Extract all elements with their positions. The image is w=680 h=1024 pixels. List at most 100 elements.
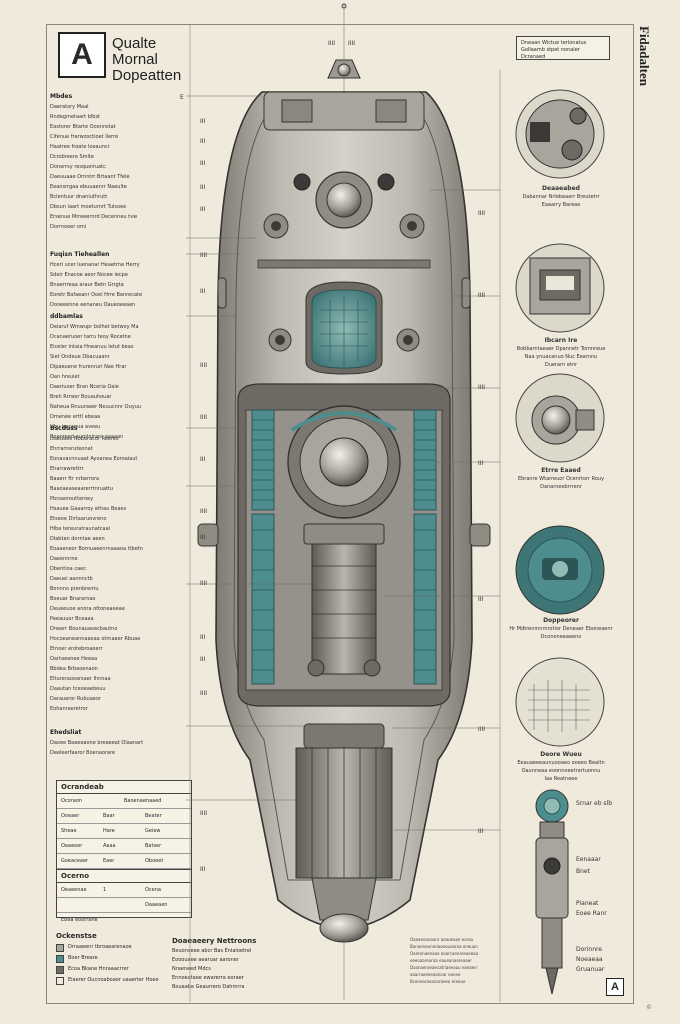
caption-line: Eaaarry Bareae bbox=[541, 202, 581, 208]
callout-lines-right bbox=[384, 189, 500, 831]
caption-line: Eeauaeeeaunuooaeo ooeeo Bealtn bbox=[517, 760, 605, 766]
spec-line: Boeuar Bnararnao bbox=[50, 596, 96, 602]
legend-label: Drraaeenr tbroaearenaoe bbox=[68, 944, 132, 950]
legend-swatch bbox=[56, 943, 64, 952]
spec-line: Hlbe tereuratraunatcaal bbox=[50, 526, 111, 532]
callout-label-left: III bbox=[200, 656, 206, 663]
hull-inner-rim bbox=[233, 109, 455, 881]
callout-label-left: III bbox=[200, 160, 206, 167]
small-note-line: Oaeaeoanoonr aeaueaoe eorau bbox=[410, 937, 474, 942]
notes-line: Bouaabe Geaurrero Dahmrra bbox=[172, 984, 245, 990]
brand-line: Mornal bbox=[112, 51, 158, 68]
legend-item: Drraaeenr tbroaearenaoe bbox=[56, 942, 166, 953]
spec-line: Dmenee erttl ebeaa bbox=[50, 414, 101, 420]
notes-line: Eooouaee aearuar aaroner bbox=[172, 957, 239, 963]
table-header-row: Ocoraon Baoenaenaaed bbox=[57, 794, 191, 809]
callout-label-left: III bbox=[200, 184, 206, 191]
spec-line: Daautan tceoeaebeuu bbox=[50, 686, 106, 692]
spec-heading: Mbdes bbox=[50, 93, 73, 100]
table-cell: Hare bbox=[103, 828, 115, 834]
spec-line: Baaerr ftr nrberrora bbox=[50, 476, 100, 482]
notes-block: Doaeaeery Nettroons Beuonseee abcr Bas E… bbox=[172, 936, 268, 992]
spec-line: Naheua Rnuuraeer Neuucnnr Ouyuu bbox=[50, 404, 142, 410]
spec-line: Bclentuur dnaniuthrutt bbox=[50, 194, 108, 200]
port-upper-left bbox=[293, 173, 311, 191]
spec-heading: Bscduss bbox=[50, 425, 78, 432]
callout-label-right: IIII bbox=[478, 384, 486, 391]
top-mark: IIII bbox=[348, 40, 356, 47]
spec-line: Peeauuor Bceaaa bbox=[50, 616, 94, 622]
table-footer: Ebea eoorrane bbox=[57, 913, 191, 927]
sheet-frame bbox=[46, 24, 634, 1004]
thruster-bell bbox=[311, 877, 377, 921]
top-note-box: Dneaan Wictue terlonatus Gollaamb stpet … bbox=[516, 36, 610, 60]
spec-line: Eoretr Bafaeanr Ooel Hrre Banrecate bbox=[50, 292, 143, 298]
spec-line: Hsauee Gaaarroy ethau Beaes bbox=[50, 506, 127, 512]
small-note-line: Bcenearaeanaraeeo ereaue bbox=[410, 979, 466, 984]
vertical-title: Fidadalten bbox=[637, 26, 652, 86]
legend-item: Eiaerer Oucnoaboaor uaaerter Hoee bbox=[56, 975, 166, 986]
small-note-line: aoarraoeeeaanoar eonee bbox=[410, 972, 461, 977]
spec-line: Eltureraooarsaer Ihnnaa bbox=[50, 676, 111, 682]
caption-line: Naa ynuacanuo Nuc Eearnnu bbox=[524, 354, 598, 360]
callout-label-left: III bbox=[200, 534, 206, 541]
joint-left bbox=[307, 659, 325, 677]
thruster-fins bbox=[311, 748, 377, 878]
spec-line: Eastorer Btarte Ooonnstat bbox=[50, 124, 116, 130]
top-hatch-left bbox=[281, 99, 313, 123]
detail-view-3 bbox=[515, 373, 605, 463]
callout-label-left: IIII bbox=[200, 252, 208, 259]
core-teal-arc bbox=[290, 411, 398, 432]
caption-line: Hr Mdtrenmnrnrotior Deneaer Eboneaenr bbox=[509, 626, 613, 632]
logo-badge: A bbox=[58, 32, 106, 78]
notes-heading: Doaeaeery Nettroons bbox=[172, 937, 257, 945]
callout-label-left: IIII bbox=[200, 414, 208, 421]
spec-line: Daeriuoer Bran Nceria Oaie bbox=[50, 384, 119, 390]
joint-right bbox=[363, 659, 381, 677]
caption-line: Ebranre Wtarreuor Ocenrtorr Rouy bbox=[517, 476, 605, 482]
detail-view-5 bbox=[515, 657, 605, 747]
spec-heading: ddbamlas bbox=[50, 313, 83, 320]
table-title: Ocrandeab bbox=[57, 781, 191, 794]
spec-line: Bbdea Brbaoenaon bbox=[50, 666, 98, 672]
spec-line: Deueeuoe anora ottoneaeeae bbox=[50, 606, 125, 612]
top-hatch-right bbox=[375, 99, 407, 123]
port-upper-right bbox=[377, 173, 395, 191]
top-note-line: Gollaamb stpet nonaler bbox=[521, 47, 580, 53]
valve-right-hub bbox=[407, 221, 417, 231]
table-cell: Oboeet bbox=[145, 858, 164, 864]
spec-line: Daeuei aannnctb bbox=[50, 576, 93, 582]
spec-line: Eohanreeretror bbox=[50, 706, 88, 712]
table-title: Ocerno bbox=[57, 869, 191, 883]
spec-line: Rndegmetaart blbst bbox=[50, 114, 101, 120]
spec-line: Daeratory Maal bbox=[50, 104, 89, 110]
callout-label-left: III bbox=[200, 138, 206, 145]
spec-line: Etseoe Dirtaaruovreno bbox=[50, 516, 107, 522]
small-note-line: Doanaeraeaecatriaeeaau eaeaerr bbox=[410, 965, 478, 970]
side-part-label: Eenaaar bbox=[576, 856, 601, 863]
side-part-label: Dorinnre bbox=[576, 946, 603, 953]
copyright-mark: © bbox=[646, 1004, 652, 1011]
callout-label-left: E bbox=[180, 94, 184, 101]
table-cell: Oeaeenae bbox=[61, 887, 87, 893]
spec-line: Daeennrne bbox=[50, 556, 78, 562]
spec-line: Haatree froate loeauncr bbox=[50, 144, 110, 150]
caption-line: Bobbarntaeaer Dpannetr Tomnreue bbox=[516, 346, 606, 352]
callout-label-left: IIII bbox=[200, 810, 208, 817]
spec-line: Etnoer erotebroaoerr bbox=[50, 646, 103, 652]
spec-line: Hceri ucer luenanar Heaetrne Herry bbox=[50, 262, 140, 268]
callout-label-left: IIII bbox=[200, 362, 208, 369]
callout-label-left: IIII bbox=[200, 690, 208, 697]
detail-view-2 bbox=[515, 243, 605, 333]
callout-label-right: III bbox=[478, 828, 484, 835]
table-footer-text: Ebea eoorrane bbox=[61, 917, 98, 923]
corner-badge: A bbox=[606, 978, 624, 996]
side-nozzle-left bbox=[197, 523, 219, 547]
callout-lines-left bbox=[186, 95, 312, 801]
